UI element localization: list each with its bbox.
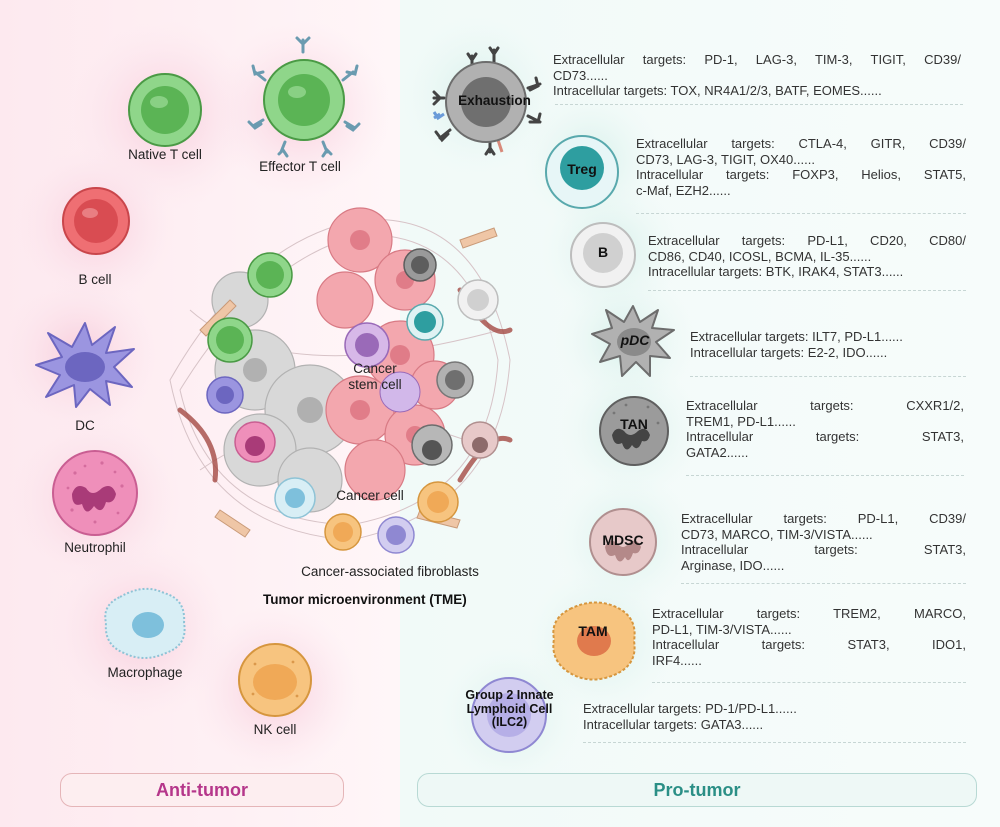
target-line: PD-L1, TIM-3/VISTA...... bbox=[652, 621, 792, 637]
neutrophil-icon bbox=[52, 450, 138, 536]
b-pro-label: B bbox=[597, 244, 609, 260]
tan-cell-icon bbox=[599, 396, 669, 466]
row-divider bbox=[686, 475, 964, 476]
row-divider bbox=[652, 682, 966, 683]
ilc2-label: Group 2 Innate Lymphoid Cell (ILC2) bbox=[465, 688, 554, 729]
fibroblasts-label: Cancer-associated fibroblasts bbox=[301, 564, 479, 579]
target-line: Intracellular targets: STAT3, bbox=[686, 429, 964, 444]
target-line: Intracellular targets: E2-2, IDO...... bbox=[690, 344, 888, 360]
target-line: Intracellular targets: STAT3, IDO1, bbox=[652, 637, 966, 652]
tan-label: TAN bbox=[620, 416, 648, 432]
dc-icon bbox=[35, 322, 135, 408]
macrophage-icon bbox=[104, 587, 186, 659]
target-line: Intracellular targets: STAT3, bbox=[681, 542, 966, 557]
target-line: GATA2...... bbox=[686, 444, 749, 460]
pro-tumor-text: Pro-tumor bbox=[653, 779, 741, 800]
dc-label: DC bbox=[75, 418, 95, 433]
row-divider bbox=[583, 742, 966, 743]
pdc-cell-icon bbox=[591, 305, 675, 377]
treg-targets: Extracellular targets: CTLA-4, GITR, CD3… bbox=[636, 136, 966, 198]
target-line: IRF4...... bbox=[652, 652, 702, 668]
mdsc-cell-icon bbox=[589, 508, 657, 576]
macrophage-label: Macrophage bbox=[107, 665, 183, 680]
anti-tumor-text: Anti-tumor bbox=[156, 779, 248, 800]
b-cell-icon bbox=[62, 187, 130, 255]
target-line: Intracellular targets: GATA3...... bbox=[583, 716, 764, 732]
target-line: Arginase, IDO...... bbox=[681, 557, 785, 573]
target-line: Extracellular targets: CXXR1/2, bbox=[686, 398, 964, 413]
target-line: Intracellular targets: BTK, IRAK4, STAT3… bbox=[648, 264, 904, 279]
native-t-cell-label: Native T cell bbox=[128, 147, 202, 162]
pro-tumor-panel-label: Pro-tumor bbox=[417, 773, 977, 807]
cancer-cell-label: Cancer cell bbox=[336, 488, 404, 503]
native-t-cell-icon bbox=[128, 73, 202, 147]
b-cell-pro-icon bbox=[570, 222, 636, 288]
target-line: Extracellular targets: PD-1/PD-L1...... bbox=[583, 701, 797, 716]
exhaustion-cell-icon bbox=[432, 46, 542, 156]
row-divider bbox=[681, 583, 966, 584]
effector-t-cell-label: Effector T cell bbox=[259, 159, 341, 174]
exhaustion-label: Exhaustion bbox=[458, 93, 531, 108]
treg-cell-icon bbox=[545, 135, 619, 209]
nk-cell-label: NK cell bbox=[253, 722, 297, 737]
pdc-label: pDC bbox=[620, 332, 650, 348]
pdc-targets: Extracellular targets: ILT7, PD-L1......… bbox=[690, 329, 970, 360]
ilc2-targets: Extracellular targets: PD-1/PD-L1...... … bbox=[583, 701, 883, 732]
mdsc-targets: Extracellular targets: PD-L1, CD39/ CD73… bbox=[681, 511, 966, 573]
tam-targets: Extracellular targets: TREM2, MARCO, PD-… bbox=[652, 606, 966, 668]
target-line: Extracellular targets: PD-1, LAG-3, TIM-… bbox=[553, 52, 961, 67]
b-cell-label: B cell bbox=[78, 272, 112, 287]
target-line: Extracellular targets: PD-L1, CD39/ bbox=[681, 511, 966, 526]
tam-label: TAM bbox=[578, 623, 608, 639]
row-divider bbox=[555, 104, 963, 105]
neutrophil-label: Neutrophil bbox=[64, 540, 126, 555]
nk-cell-icon bbox=[238, 643, 312, 717]
tumor-microenvironment-art bbox=[169, 207, 513, 554]
tam-cell-icon bbox=[552, 601, 636, 681]
target-line: Extracellular targets: TREM2, MARCO, bbox=[652, 606, 966, 621]
target-line: Intracellular targets: FOXP3, Helios, ST… bbox=[636, 167, 966, 182]
cancer-stem-cell-label: Cancer stem cell bbox=[348, 361, 402, 392]
target-line: Extracellular targets: CTLA-4, GITR, CD3… bbox=[636, 136, 966, 151]
mdsc-label: MDSC bbox=[602, 532, 644, 548]
tme-title: Tumor microenvironment (TME) bbox=[263, 592, 467, 607]
ilc2-cell-icon bbox=[471, 677, 547, 753]
row-divider bbox=[648, 290, 966, 291]
treg-label: Treg bbox=[567, 161, 597, 177]
target-line: CD73, LAG-3, TIGIT, OX40...... bbox=[636, 151, 815, 167]
target-line: CD86, CD40, ICOSL, BCMA, IL-35...... bbox=[648, 248, 872, 264]
row-divider bbox=[636, 213, 966, 214]
target-line: c-Maf, EZH2...... bbox=[636, 182, 731, 198]
target-line: CD73...... bbox=[553, 67, 608, 83]
target-line: Intracellular targets: TOX, NR4A1/2/3, B… bbox=[553, 83, 882, 98]
b-targets: Extracellular targets: PD-L1, CD20, CD80… bbox=[648, 233, 966, 280]
exhaustion-targets: Extracellular targets: PD-1, LAG-3, TIM-… bbox=[553, 52, 961, 99]
anti-tumor-panel-label: Anti-tumor bbox=[60, 773, 344, 807]
row-divider bbox=[690, 376, 966, 377]
target-line: TREM1, PD-L1...... bbox=[686, 413, 796, 429]
target-line: Extracellular targets: ILT7, PD-L1...... bbox=[690, 329, 903, 344]
tan-targets: Extracellular targets: CXXR1/2, TREM1, P… bbox=[686, 398, 964, 460]
target-line: CD73, MARCO, TIM-3/VISTA...... bbox=[681, 526, 873, 542]
effector-t-cell-icon bbox=[247, 36, 361, 158]
target-line: Extracellular targets: PD-L1, CD20, CD80… bbox=[648, 233, 966, 248]
